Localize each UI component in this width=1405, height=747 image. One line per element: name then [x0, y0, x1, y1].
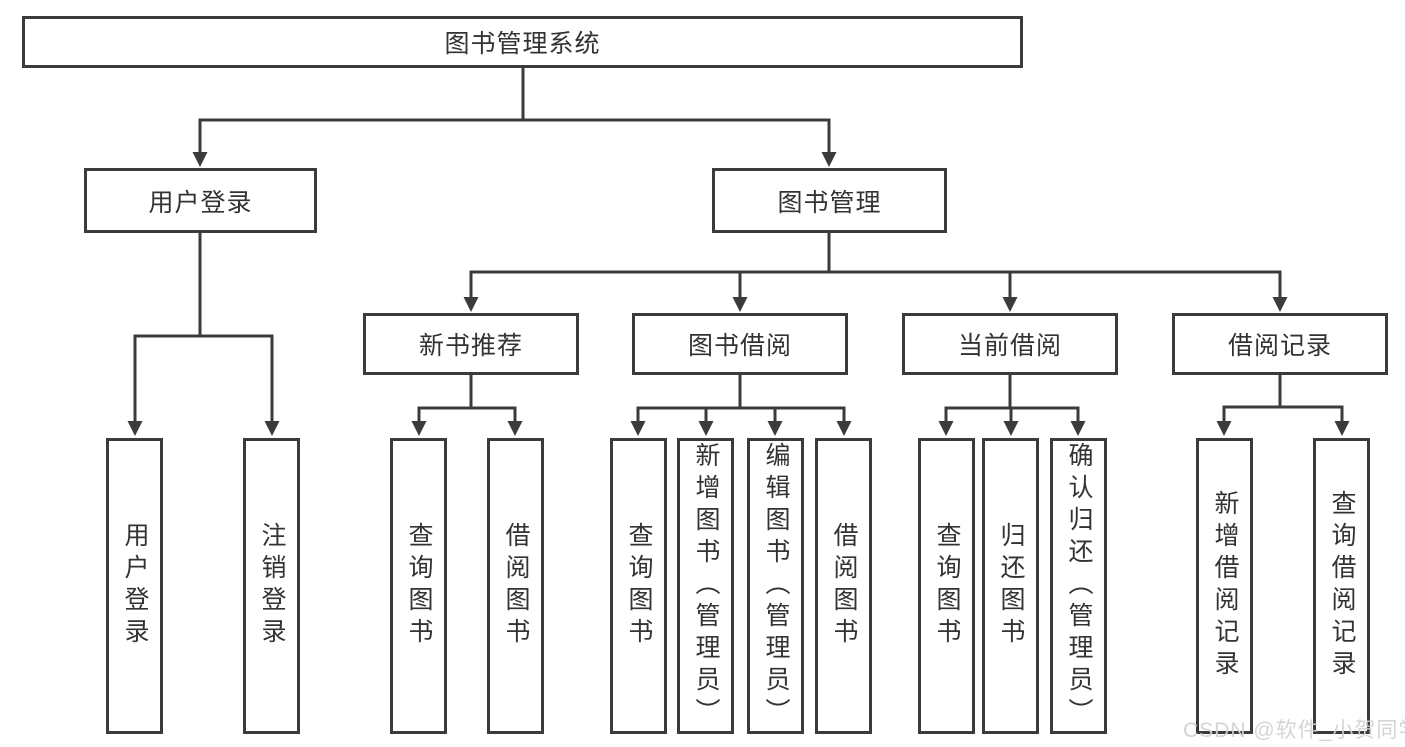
node-new-book-recommend: 新书推荐: [363, 313, 579, 375]
connector-mgmt-trunk: [469, 233, 1282, 274]
node-root-system: 图书管理系统: [22, 16, 1023, 68]
leaf-br-add-record: 新增借阅记录: [1196, 438, 1253, 734]
leaf-bb-add-books-admin: 新增图书（管理员）: [677, 438, 734, 734]
leaf-cb-query-books: 查询图书: [918, 438, 975, 734]
leaf-br-query-record: 查询借阅记录: [1313, 438, 1370, 734]
leaf-bb-borrow-books: 借阅图书: [815, 438, 872, 734]
connector-bb-trunk: [636, 375, 846, 410]
connector-root-trunk: [198, 68, 831, 122]
connector-cb-trunk: [944, 375, 1080, 410]
leaf-cb-confirm-return-admin: 确认归还（管理员）: [1050, 438, 1107, 734]
node-book-management: 图书管理: [712, 168, 947, 233]
connector-login-trunk: [133, 233, 274, 338]
leaf-bb-edit-books-admin: 编辑图书（管理员）: [747, 438, 804, 734]
leaf-user-login: 用户登录: [106, 438, 163, 734]
node-user-login: 用户登录: [84, 168, 317, 233]
leaf-bb-query-books: 查询图书: [610, 438, 667, 734]
leaf-nb-borrow-books: 借阅图书: [487, 438, 544, 734]
leaf-cb-return-books: 归还图书: [982, 438, 1039, 734]
csdn-watermark: CSDN @软件_小贺同学: [1183, 719, 1405, 742]
node-borrow-records: 借阅记录: [1172, 313, 1388, 375]
node-book-borrow: 图书借阅: [632, 313, 848, 375]
connector-nb-trunk: [417, 375, 517, 410]
node-current-borrow: 当前借阅: [902, 313, 1118, 375]
connector-br-trunk: [1222, 375, 1344, 409]
leaf-nb-query-books: 查询图书: [390, 438, 447, 734]
leaf-logout: 注销登录: [243, 438, 300, 734]
